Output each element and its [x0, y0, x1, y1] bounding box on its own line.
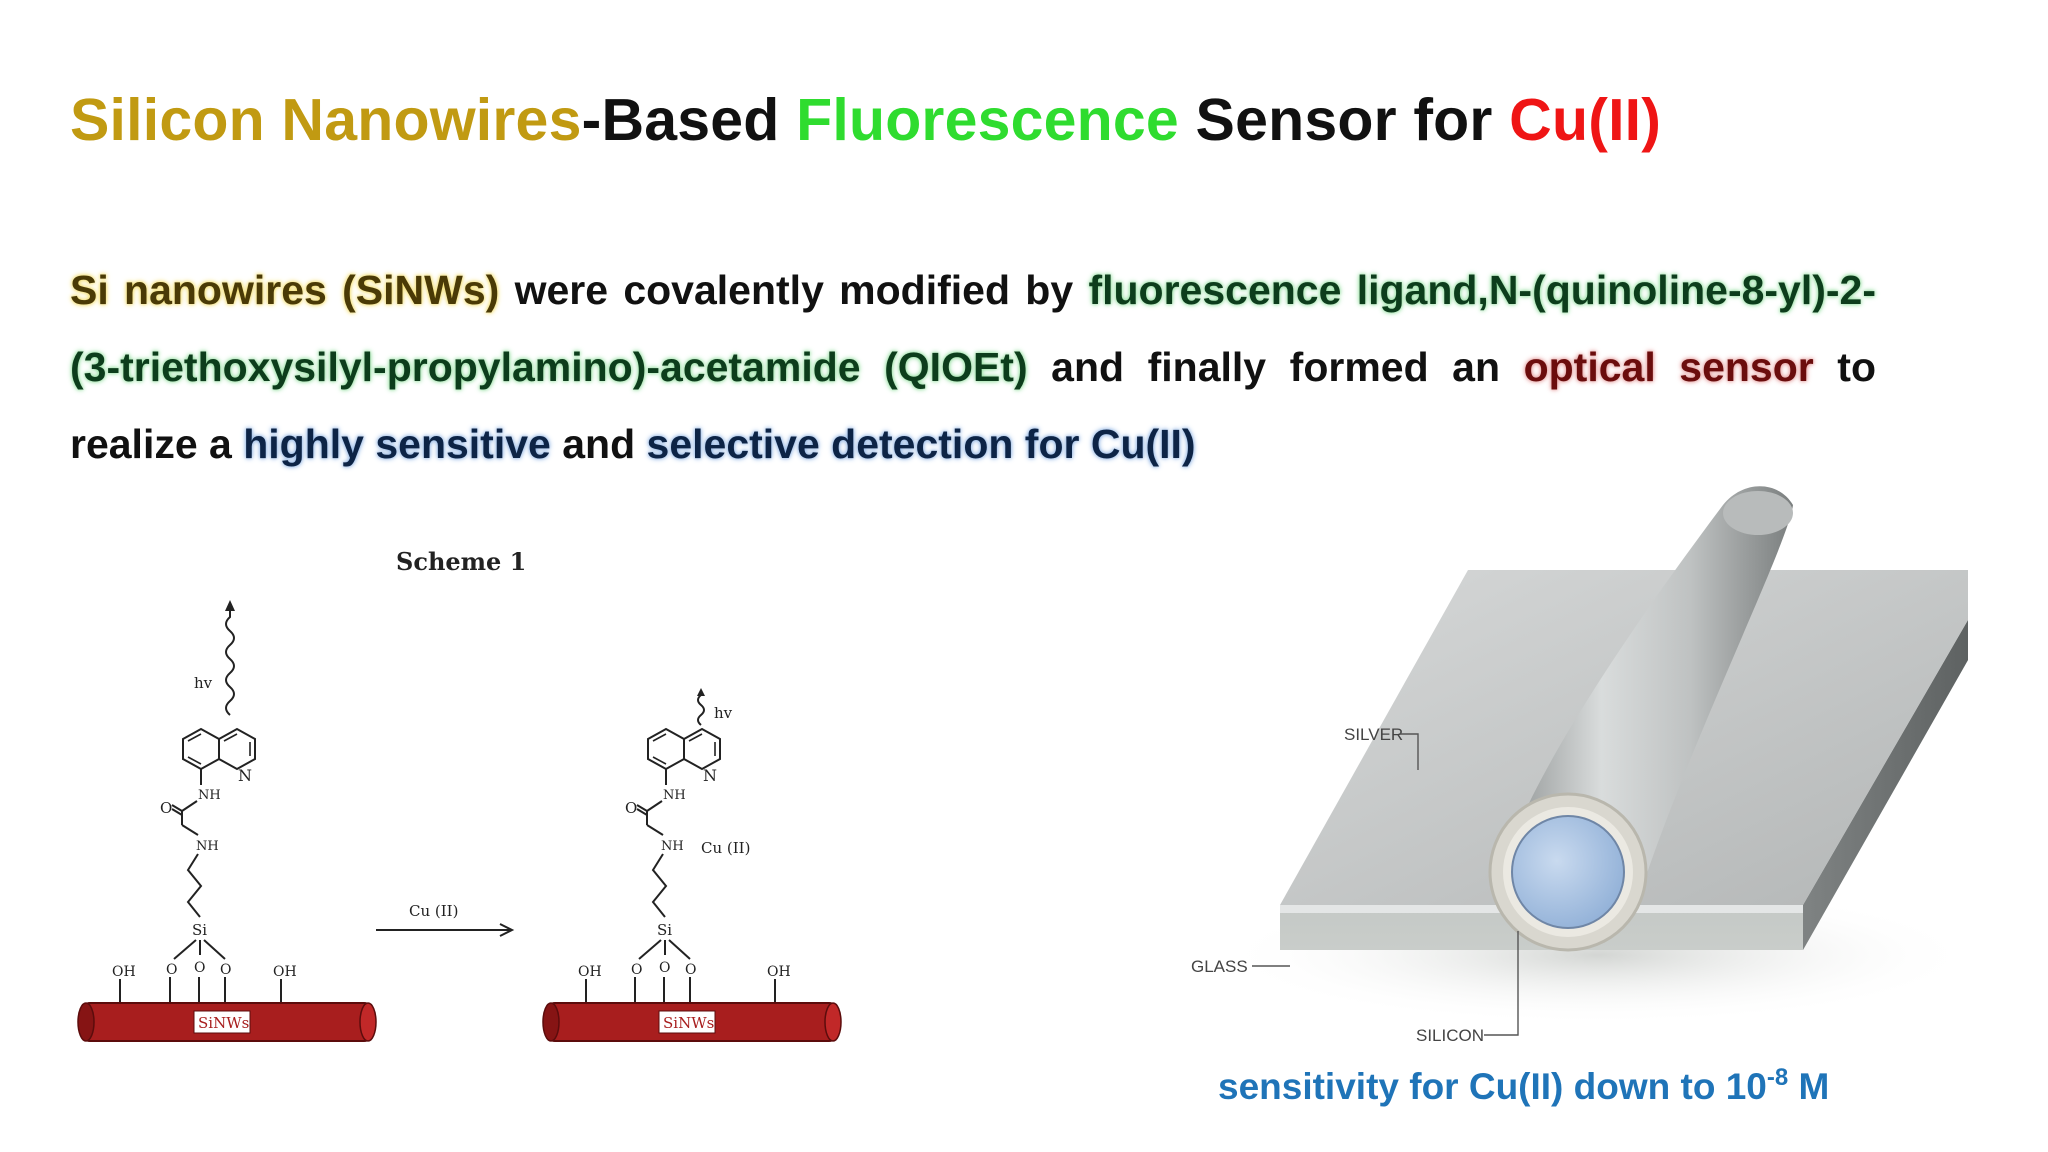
left-n-label: N	[238, 766, 252, 785]
highlight-selective-detection: selective detection for Cu(II)	[646, 421, 1196, 467]
title-sensor-for: Sensor for	[1178, 87, 1510, 153]
right-pyridine-ring	[683, 727, 721, 771]
right-cu-complex-label: Cu (II)	[701, 839, 750, 857]
scheme-svg: Scheme 1 hv N NH O NH	[77, 547, 842, 1042]
sensitivity-caption: sensitivity for Cu(II) down to 10-8 M	[1218, 1064, 1829, 1108]
reaction-cu-label: Cu (II)	[409, 902, 458, 920]
text-and: and	[550, 421, 647, 467]
caption-unit: M	[1788, 1066, 1830, 1107]
right-si-label: Si	[657, 921, 672, 939]
highlight-ligand: fluorescence ligand,N-(quinoline-8-yl)-2…	[70, 267, 1877, 390]
glass-side	[1803, 620, 1968, 950]
svg-text:O: O	[220, 962, 231, 978]
title-silicon-nanowires: Silicon Nanowires	[70, 87, 582, 153]
highlight-highly-sensitive: highly sensitive	[243, 421, 551, 467]
right-n-label: N	[703, 766, 717, 785]
title-cu-ii: Cu(II)	[1509, 87, 1662, 153]
description-paragraph: Si nanowires (SiNWs) were covalently mod…	[70, 252, 1876, 483]
right-hv-label: hv	[714, 704, 733, 722]
right-o-label: O	[625, 799, 637, 817]
text-formed: and finally formed an	[1027, 344, 1524, 390]
device-labels: SILVER GLASS SILICON	[1191, 725, 1519, 1045]
right-emission-arrowhead	[697, 688, 705, 696]
right-sinws-label: SiNWs	[663, 1014, 714, 1032]
right-nh-upper: NH	[663, 788, 686, 803]
left-si-label: Si	[192, 921, 207, 939]
text-realize: to realize a	[70, 344, 1876, 467]
left-o-label: O	[160, 799, 172, 817]
text-covalently: were covalently modified by	[499, 267, 1089, 313]
highlight-optical-sensor: optical sensor	[1523, 344, 1814, 390]
right-oh-1: OH	[578, 964, 602, 980]
left-sinws-label: SiNWs	[198, 1014, 249, 1032]
left-emission-arrowhead	[225, 600, 235, 611]
silicon-core	[1511, 815, 1625, 929]
svg-text:O: O	[194, 960, 205, 976]
glass-front	[1280, 620, 1968, 950]
device-svg: SILVER GLASS SILICON	[1191, 486, 1978, 1045]
left-benzene-ring	[182, 727, 220, 771]
left-nh-upper: NH	[198, 788, 221, 803]
device-illustration: SILVER GLASS SILICON	[1168, 485, 1988, 1065]
left-emission-wave	[225, 605, 235, 716]
svg-text:O: O	[659, 960, 670, 976]
reaction-arrow: Cu (II)	[376, 902, 515, 937]
svg-text:O: O	[685, 962, 696, 978]
title-fluorescence: Fluorescence	[796, 87, 1179, 153]
label-silicon: SILICON	[1416, 1026, 1484, 1045]
right-molecule: hv N NH O NH Cu (II) Si O O O	[542, 688, 842, 1042]
left-oh-1: OH	[112, 964, 136, 980]
highlight-si-nanowires: Si nanowires (SiNWs)	[70, 267, 500, 313]
left-molecule: hv N NH O NH Si O	[77, 600, 377, 1042]
label-silver: SILVER	[1344, 725, 1403, 744]
right-benzene-ring	[647, 727, 685, 771]
svg-text:O: O	[631, 962, 642, 978]
right-nh-lower: NH	[661, 839, 684, 854]
left-nh-lower: NH	[196, 839, 219, 854]
right-emission-wave	[697, 694, 705, 726]
left-pyridine-ring	[218, 727, 256, 771]
left-oh-2: OH	[273, 964, 297, 980]
label-glass: GLASS	[1191, 957, 1248, 976]
caption-exponent: -8	[1766, 1064, 1789, 1091]
right-propyl-chain	[651, 853, 668, 918]
caption-text: sensitivity for Cu(II) down to 10	[1218, 1066, 1767, 1107]
svg-text:O: O	[166, 962, 177, 978]
right-oh-2: OH	[767, 964, 791, 980]
left-hv-label: hv	[194, 674, 213, 692]
scheme-title: Scheme 1	[396, 547, 526, 576]
scheme-diagram: Scheme 1 hv N NH O NH	[70, 545, 860, 1105]
title-based: -Based	[581, 87, 797, 153]
slide-title: Silicon Nanowires-Based Fluorescence Sen…	[70, 86, 1661, 154]
left-propyl-chain	[186, 853, 203, 918]
